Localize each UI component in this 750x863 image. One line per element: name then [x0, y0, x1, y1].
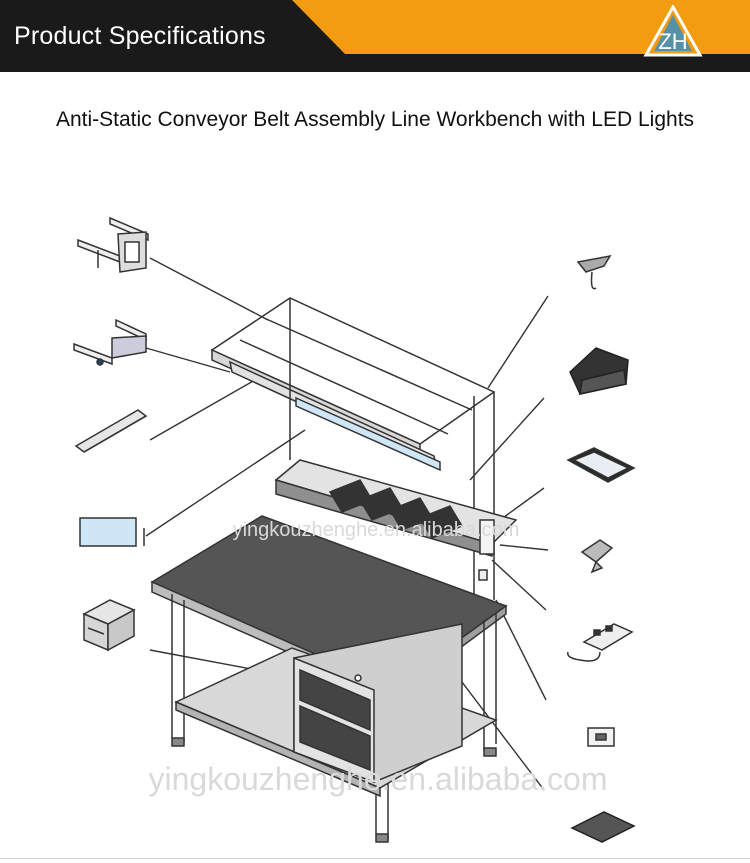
bracket-frame-part	[77, 216, 149, 273]
leader-line	[145, 347, 231, 373]
led-panel-part	[79, 517, 145, 547]
leader-line	[469, 397, 545, 481]
header-bar: Product Specifications ZH	[0, 0, 750, 72]
watermark-middle: yingkouzhenghe.en.alibaba.com	[233, 519, 520, 541]
leader-line	[145, 429, 306, 537]
lamp-bracket-part	[73, 318, 147, 366]
workbench-exploded-diagram: yingkouzhenghe.en.alibaba.com yingkouzhe…	[73, 216, 636, 843]
product-title: Anti-Static Conveyor Belt Assembly Line …	[55, 108, 695, 131]
logo-text: ZH	[658, 29, 687, 54]
parts-bin-part	[569, 347, 629, 395]
brand-logo-icon: ZH	[643, 5, 703, 57]
leader-line	[149, 257, 269, 321]
socket-box-part	[587, 727, 615, 747]
workbench-frame	[150, 297, 518, 843]
leader-line	[499, 487, 545, 521]
header-accent	[292, 0, 750, 54]
hook-part	[576, 254, 612, 290]
power-strip-part	[567, 623, 634, 662]
section-title: Product Specifications	[14, 22, 266, 50]
lamp-tube-part	[74, 409, 148, 453]
divider	[0, 858, 750, 859]
clamp-part	[580, 539, 614, 574]
leader-line	[499, 544, 549, 551]
watermark-bottom: yingkouzhenghe.en.alibaba.com	[149, 761, 608, 797]
leader-line	[149, 375, 263, 441]
leader-line	[487, 295, 549, 389]
drawer-cabinet-part	[82, 599, 136, 652]
mat-part	[570, 811, 636, 843]
tray-panel-part	[566, 447, 636, 483]
leader-line	[491, 559, 547, 611]
leader-line	[495, 599, 547, 701]
